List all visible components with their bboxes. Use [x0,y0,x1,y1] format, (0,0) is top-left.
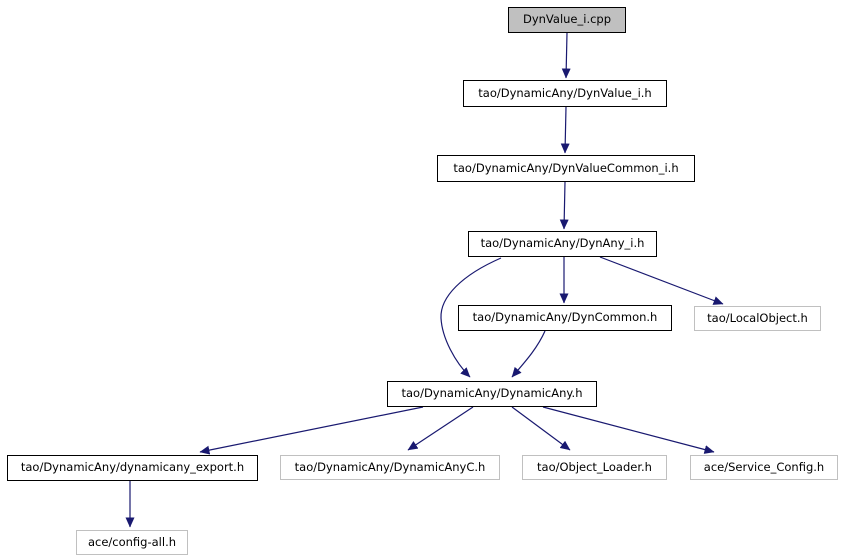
node-object-loader-h: tao/Object_Loader.h [522,455,667,480]
node-dynamicany-h[interactable]: tao/DynamicAny/DynamicAny.h [387,381,597,407]
node-service-config-h: ace/Service_Config.h [690,455,838,480]
node-dyncommon-h[interactable]: tao/DynamicAny/DynCommon.h [458,305,672,331]
node-dynvaluecommon-i-h[interactable]: tao/DynamicAny/DynValueCommon_i.h [437,155,695,182]
edge-dynvalue-cpp-to-dynvalue-i-h [561,32,571,79]
node-dynvalue-i-h[interactable]: tao/DynamicAny/DynValue_i.h [463,80,667,107]
edge-dynamicany-h-to-object-loader-h [511,406,571,451]
node-dynany-i-h[interactable]: tao/DynamicAny/DynAny_i.h [468,231,657,257]
node-config-all-h: ace/config-all.h [76,530,188,555]
edge-dyncommon-h-to-dynamicany-h [511,330,546,378]
node-dynamicanyc-h: tao/DynamicAny/DynamicAnyC.h [280,455,500,480]
edge-dynvaluecommon-i-h-to-dynany-i-h [559,181,569,230]
edge-dynany-i-h-to-localobject-h [599,256,724,305]
edge-dynamicany-h-to-service-config-h [542,406,715,454]
node-dynamicany-export-h[interactable]: tao/DynamicAny/dynamicany_export.h [7,455,258,481]
edge-dynamicany-h-to-dynamicany-export-h [199,406,424,455]
node-dynvalue-i-cpp: DynValue_i.cpp [508,7,626,33]
edge-dynamicany-h-to-dynamicanyc-h [407,406,474,451]
node-localobject-h: tao/LocalObject.h [694,306,821,331]
edge-dynvalue-i-h-to-dynvaluecommon-i-h [560,106,570,154]
